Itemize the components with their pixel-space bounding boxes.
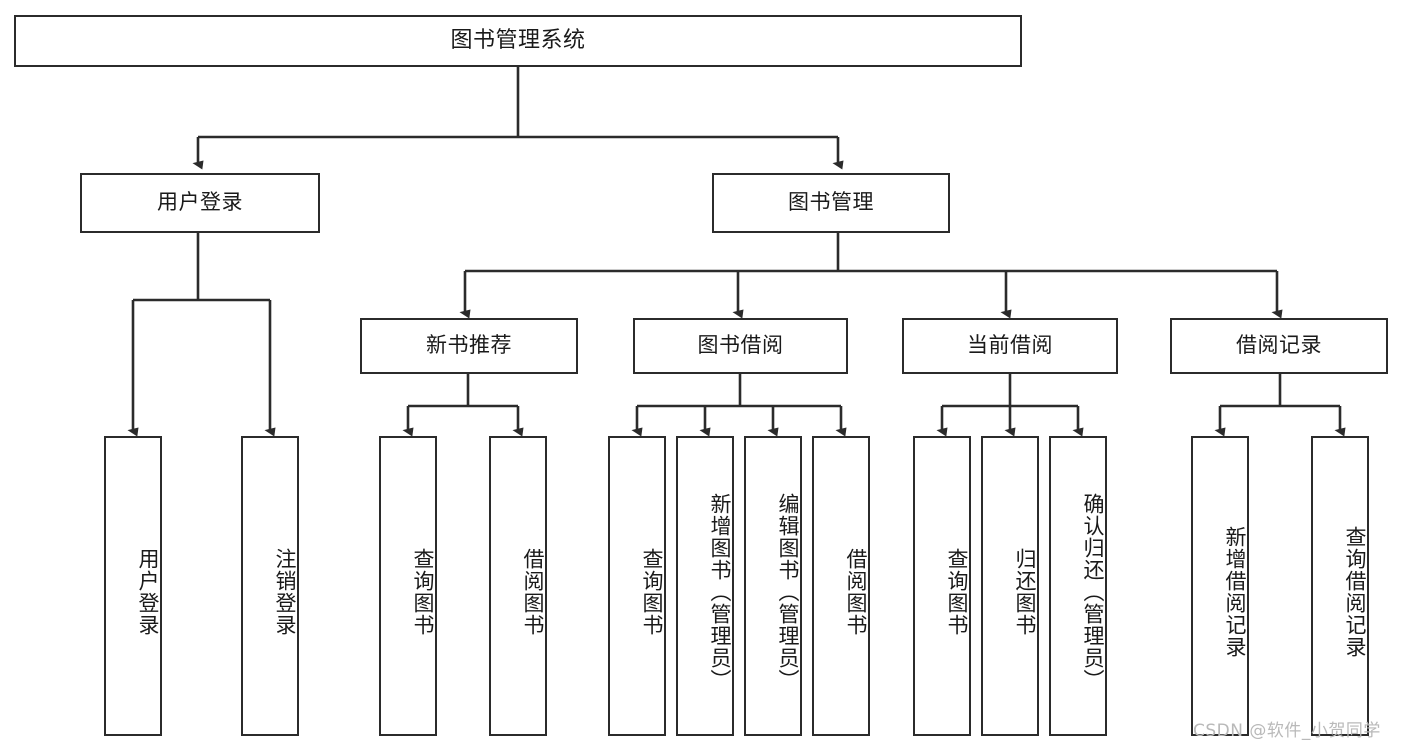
node-label: 图书管理系统 bbox=[450, 27, 586, 53]
node-borrow-record[interactable]: 借阅记录 bbox=[1170, 318, 1388, 374]
leaf-user-login[interactable]: 用户登录 bbox=[104, 436, 162, 736]
leaf-logout[interactable]: 注销登录 bbox=[241, 436, 299, 736]
leaf-label: 用户登录 bbox=[136, 548, 160, 636]
node-user-login[interactable]: 用户登录 bbox=[80, 173, 320, 233]
leaf-add-book-admin[interactable]: 新增图书（管理员） bbox=[676, 436, 734, 736]
csdn-watermark: CSDN @软件_小贺同学 bbox=[1193, 721, 1381, 741]
leaf-label: 新增借阅记录 bbox=[1223, 526, 1247, 658]
leaf-label: 查询图书 bbox=[411, 548, 435, 636]
node-root-system[interactable]: 图书管理系统 bbox=[14, 15, 1022, 67]
leaf-borrow-book[interactable]: 借阅图书 bbox=[812, 436, 870, 736]
leaf-label: 查询图书 bbox=[640, 548, 664, 636]
node-label: 借阅记录 bbox=[1236, 333, 1322, 358]
leaf-query-book-newbook[interactable]: 查询图书 bbox=[379, 436, 437, 736]
leaf-confirm-return-admin[interactable]: 确认归还（管理员） bbox=[1049, 436, 1107, 736]
leaf-label: 查询借阅记录 bbox=[1343, 526, 1367, 658]
leaf-query-book-borrow[interactable]: 查询图书 bbox=[608, 436, 666, 736]
leaf-query-book-current[interactable]: 查询图书 bbox=[913, 436, 971, 736]
node-new-book-recommend[interactable]: 新书推荐 bbox=[360, 318, 578, 374]
node-current-borrow[interactable]: 当前借阅 bbox=[902, 318, 1118, 374]
leaf-edit-book-admin[interactable]: 编辑图书（管理员） bbox=[744, 436, 802, 736]
leaf-label: 注销登录 bbox=[273, 548, 297, 636]
node-label: 当前借阅 bbox=[967, 333, 1053, 358]
leaf-label: 编辑图书（管理员） bbox=[776, 493, 800, 691]
leaf-label: 借阅图书 bbox=[844, 548, 868, 636]
node-label: 用户登录 bbox=[157, 190, 243, 215]
node-book-borrow[interactable]: 图书借阅 bbox=[633, 318, 848, 374]
node-book-management[interactable]: 图书管理 bbox=[712, 173, 950, 233]
leaf-query-borrow-record[interactable]: 查询借阅记录 bbox=[1311, 436, 1369, 736]
leaf-label: 新增图书（管理员） bbox=[708, 493, 732, 691]
node-label: 图书管理 bbox=[788, 190, 874, 215]
leaf-borrow-book-newbook[interactable]: 借阅图书 bbox=[489, 436, 547, 736]
node-label: 图书借阅 bbox=[697, 333, 784, 358]
leaf-return-book[interactable]: 归还图书 bbox=[981, 436, 1039, 736]
leaf-label: 查询图书 bbox=[945, 548, 969, 636]
leaf-label: 借阅图书 bbox=[521, 548, 545, 636]
node-label: 新书推荐 bbox=[426, 333, 512, 358]
leaf-add-borrow-record[interactable]: 新增借阅记录 bbox=[1191, 436, 1249, 736]
leaf-label: 归还图书 bbox=[1013, 548, 1037, 636]
leaf-label: 确认归还（管理员） bbox=[1081, 493, 1105, 691]
